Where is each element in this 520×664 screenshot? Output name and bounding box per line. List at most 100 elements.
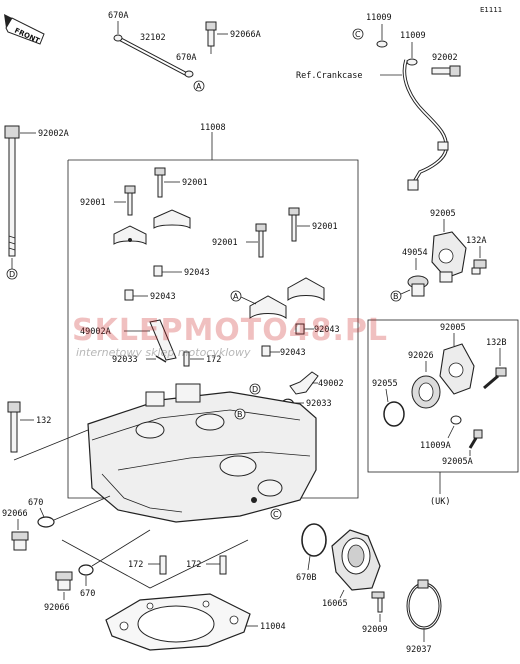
- thermostat-49054: [407, 275, 429, 297]
- label-92001-b: 92001: [182, 178, 208, 188]
- label-172-c: 172: [186, 560, 201, 570]
- intake-16065: [331, 529, 381, 591]
- washer-11009A: [450, 415, 462, 425]
- ref-c-top-label: C: [355, 30, 361, 39]
- bolt-92001-d: [288, 207, 300, 242]
- gasket-11004: [105, 593, 251, 651]
- oring-670B: [301, 523, 327, 557]
- label-92002: 92002: [432, 53, 458, 63]
- bolt-92009: [371, 591, 385, 613]
- label-172-a: 172: [206, 355, 221, 365]
- oil-pipe: [402, 59, 449, 191]
- label-92043-a: 92043: [184, 268, 210, 278]
- label-92043-d: 92043: [280, 348, 306, 358]
- bolt-132B: [483, 367, 507, 390]
- bolt-132A: [471, 259, 487, 275]
- ref-c-head: [270, 508, 282, 520]
- dowel-92043-d: [261, 345, 271, 357]
- label-49002A: 49002A: [80, 327, 111, 337]
- rod-32102: [113, 34, 194, 78]
- label-132B: 132B: [486, 338, 506, 348]
- label-670A-top: 670A: [108, 11, 128, 21]
- label-92043-b: 92043: [150, 292, 176, 302]
- label-11004: 11004: [260, 622, 286, 632]
- label-92055: 92055: [372, 379, 398, 389]
- label-92005-b: 92005: [440, 323, 466, 333]
- label-670-b: 670: [80, 589, 95, 599]
- diagram-id: E1111: [480, 6, 502, 14]
- label-92037: 92037: [406, 645, 432, 655]
- ref-c-head-label: C: [273, 510, 279, 519]
- watermark-brand: SKLEPMOTO48.PL: [72, 313, 388, 348]
- cylinder-head-body: [87, 383, 317, 523]
- label-32102: 32102: [140, 33, 166, 43]
- clamp-92037: [406, 579, 442, 630]
- watermark-tagline: internetowy sklep motocyklowy: [76, 346, 251, 359]
- ref-b-right-label: B: [393, 292, 399, 301]
- label-92005-a: 92005: [430, 209, 456, 219]
- dowel-172-b: [159, 555, 167, 575]
- label-92033-b: 92033: [306, 399, 332, 409]
- label-uk: (UK): [430, 497, 450, 507]
- ref-b-head-label: B: [237, 410, 243, 419]
- ref-a-mid-label: A: [233, 292, 239, 301]
- bolt-92001-a: [124, 185, 136, 216]
- oring-670-b: [78, 564, 94, 576]
- bolt-92002: [431, 65, 461, 77]
- plug-92066-a: [11, 531, 29, 551]
- label-11009-b: 11009: [400, 31, 426, 41]
- label-11009-a: 11009: [366, 13, 392, 23]
- label-132: 132: [36, 416, 51, 426]
- ref-a-mid: [230, 290, 242, 302]
- label-11008: 11008: [200, 123, 226, 133]
- guide-49002A: [149, 319, 177, 361]
- ref-c-top: [352, 28, 364, 40]
- dowel-92043-a: [153, 265, 163, 277]
- label-92009: 92009: [362, 625, 388, 635]
- label-ref-crankcase: Ref.Crankcase: [296, 71, 363, 81]
- label-92026: 92026: [408, 351, 434, 361]
- housing-92005-b: [439, 343, 475, 395]
- label-92066A: 92066A: [230, 30, 261, 40]
- label-92005A: 92005A: [442, 457, 473, 467]
- label-16065: 16065: [322, 599, 348, 609]
- fitting-92005A: [468, 429, 483, 449]
- dowel-172-c: [219, 555, 227, 575]
- ref-a-top: [193, 80, 205, 92]
- ref-d-head-label: D: [252, 385, 258, 394]
- label-92066-a: 92066: [2, 509, 28, 519]
- dowel-92043-b: [124, 289, 134, 301]
- ref-a-top-label: A: [196, 82, 202, 91]
- camshaft-cap-right: [249, 277, 325, 319]
- oring-92055: [383, 401, 405, 427]
- label-49054: 49054: [402, 248, 428, 258]
- label-49002: 49002: [318, 379, 344, 389]
- front-arrow-icon: FRONT: [4, 14, 45, 45]
- label-92066-b: 92066: [44, 603, 70, 613]
- plug-92066-b: [55, 571, 73, 591]
- label-92002A: 92002A: [38, 129, 69, 139]
- oring-670-a: [37, 516, 55, 528]
- bolt-92001-c: [255, 223, 267, 258]
- label-92043-c: 92043: [314, 325, 340, 335]
- bolt-132: [7, 401, 21, 453]
- label-92001-c: 92001: [212, 238, 238, 248]
- label-670A-mid: 670A: [176, 53, 196, 63]
- ref-b-head: [234, 408, 246, 420]
- label-92033-a: 92033: [112, 355, 138, 365]
- ref-b-right: [390, 290, 402, 302]
- camshaft-cap-left: [113, 209, 191, 245]
- label-670B: 670B: [296, 573, 316, 583]
- label-92001-a: 92001: [80, 198, 106, 208]
- adapter-92026: [411, 375, 441, 409]
- sensor-92066A: [205, 21, 217, 54]
- ref-d-head: [249, 383, 261, 395]
- label-172-b: 172: [128, 560, 143, 570]
- bolt-92001-b: [154, 167, 166, 198]
- label-132A: 132A: [466, 236, 486, 246]
- housing-92005-a: [431, 231, 467, 283]
- cylinder-head-frame: [67, 159, 359, 499]
- label-670-a: 670: [28, 498, 43, 508]
- label-92001-d: 92001: [312, 222, 338, 232]
